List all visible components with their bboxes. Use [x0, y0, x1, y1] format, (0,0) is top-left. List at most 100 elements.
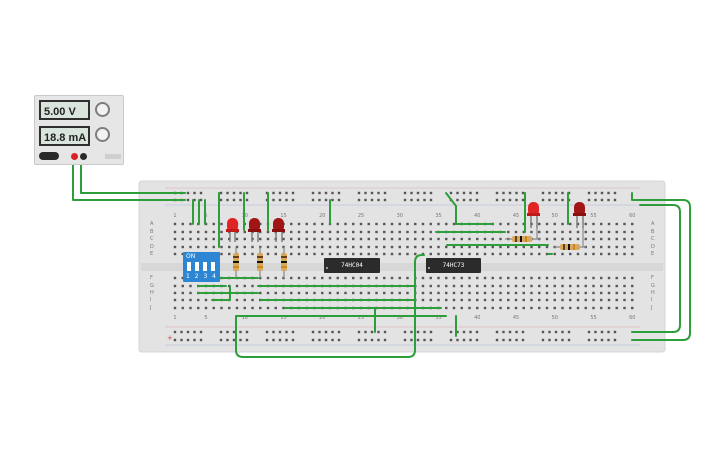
voltage-knob[interactable]	[95, 102, 110, 117]
column-number: 15	[280, 315, 287, 321]
breadboard-hole	[499, 245, 502, 249]
breadboard-hole	[491, 237, 494, 241]
breadboard-hole	[607, 245, 611, 249]
breadboard-hole	[359, 252, 363, 256]
column-number: 40	[474, 213, 481, 219]
breadboard-hole	[370, 338, 374, 342]
breadboard-hole	[468, 298, 471, 302]
breadboard-hole	[445, 306, 448, 310]
row-letter: D	[150, 244, 154, 250]
breadboard-hole	[541, 191, 545, 195]
breadboard-hole	[193, 191, 196, 195]
breadboard-hole	[587, 330, 591, 334]
breadboard-hole	[483, 276, 487, 280]
breadboard-hole	[193, 330, 196, 334]
breadboard-hole	[318, 198, 321, 202]
breadboard-hole	[375, 237, 378, 241]
power-supply[interactable]: 5.00 V 18.8 mA	[34, 95, 124, 165]
resistor-4	[505, 236, 540, 242]
breadboard-hole	[410, 330, 413, 334]
breadboard-hole	[359, 291, 363, 295]
ic-74hc04[interactable]: 74HC04	[324, 258, 380, 273]
breadboard-hole	[607, 330, 610, 334]
breadboard-hole	[398, 252, 401, 256]
current-knob[interactable]	[95, 127, 110, 142]
breadboard-hole	[594, 191, 597, 195]
breadboard-hole	[483, 291, 487, 295]
row-letter: B	[150, 229, 154, 235]
breadboard-hole	[548, 198, 551, 202]
breadboard-hole	[321, 222, 324, 226]
dip-toggle-3[interactable]	[203, 262, 207, 271]
dip-switch[interactable]: ON 1 2 3 4	[183, 252, 220, 282]
breadboard-hole	[460, 276, 463, 280]
breadboard-hole	[445, 245, 448, 249]
breadboard-hole	[623, 284, 626, 288]
dip-toggle-2[interactable]	[195, 262, 199, 271]
dip-toggle-4[interactable]	[211, 262, 215, 271]
breadboard-hole	[232, 330, 236, 334]
breadboard-hole	[491, 245, 494, 249]
breadboard-hole	[437, 252, 440, 256]
breadboard-hole	[476, 237, 479, 241]
breadboard-hole	[569, 291, 572, 295]
breadboard-hole	[305, 222, 308, 226]
breadboard-hole	[468, 237, 471, 241]
breadboard-hole	[592, 245, 595, 249]
breadboard-hole	[220, 245, 223, 249]
breadboard-hole	[311, 330, 315, 334]
breadboard-hole	[594, 198, 597, 202]
breadboard-hole	[377, 198, 380, 202]
on-off-switch[interactable]	[39, 152, 59, 160]
breadboard-hole	[337, 198, 341, 202]
breadboard-hole	[274, 252, 277, 256]
breadboard-hole	[181, 284, 184, 288]
breadboard-hole	[390, 230, 394, 234]
breadboard-hole	[251, 245, 254, 249]
breadboard-hole	[553, 237, 556, 241]
breadboard-hole	[491, 252, 494, 256]
breadboard-hole	[403, 191, 407, 195]
breadboard-hole	[569, 284, 572, 288]
breadboard-hole	[613, 191, 617, 195]
breadboard-hole	[383, 276, 386, 280]
breadboard-hole	[266, 237, 270, 241]
breadboard-hole	[173, 230, 177, 234]
breadboard-hole	[297, 230, 301, 234]
breadboard-hole	[631, 276, 634, 280]
breadboard-hole	[305, 237, 308, 241]
breadboard-hole	[499, 291, 502, 295]
breadboard-hole	[423, 191, 426, 195]
ic-74hc73[interactable]: 74HC73	[426, 258, 481, 273]
breadboard-hole	[561, 338, 564, 342]
breadboard-hole	[274, 245, 277, 249]
breadboard-hole	[410, 338, 413, 342]
negative-terminal[interactable]	[80, 153, 87, 160]
breadboard-hole	[282, 291, 285, 295]
breadboard-hole	[416, 338, 420, 342]
breadboard-hole	[553, 230, 556, 234]
breadboard-hole	[437, 284, 440, 288]
breadboard-hole	[406, 252, 409, 256]
breadboard-hole	[297, 252, 301, 256]
breadboard-hole	[548, 330, 551, 334]
breadboard-hole	[553, 222, 556, 226]
ground-terminal	[105, 154, 121, 159]
breadboard-hole	[607, 284, 611, 288]
dip-toggle-1[interactable]	[187, 262, 191, 271]
breadboard-hole	[569, 230, 572, 234]
breadboard-hole	[220, 306, 223, 310]
breadboard-hole	[631, 298, 634, 302]
breadboard-hole	[507, 252, 510, 256]
breadboard-hole	[631, 222, 634, 226]
breadboard-hole	[331, 198, 334, 202]
breadboard-hole	[235, 298, 239, 302]
breadboard-hole	[449, 338, 453, 342]
breadboard-hole	[186, 330, 190, 334]
positive-terminal[interactable]	[71, 153, 78, 160]
breadboard-hole	[429, 252, 432, 256]
breadboard-hole	[452, 276, 456, 280]
breadboard-hole	[613, 330, 617, 334]
breadboard-hole	[328, 245, 332, 249]
